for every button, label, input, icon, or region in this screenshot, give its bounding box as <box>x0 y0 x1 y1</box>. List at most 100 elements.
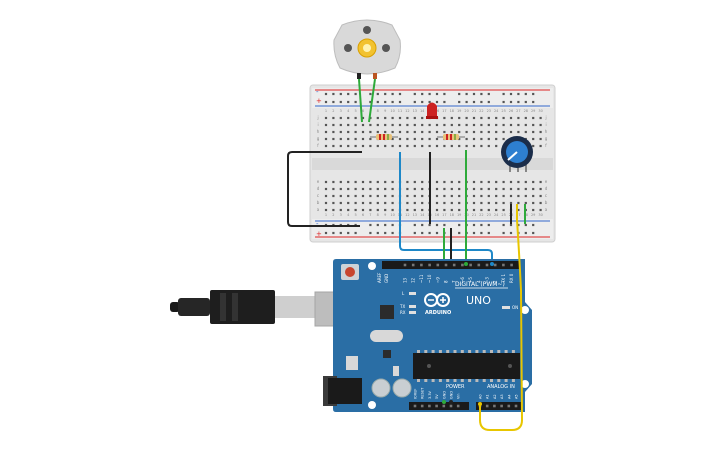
breadboard-hole[interactable] <box>487 123 490 127</box>
breadboard-hole[interactable] <box>339 123 342 127</box>
breadboard-hole[interactable] <box>450 201 453 205</box>
rail-hole[interactable] <box>413 100 416 104</box>
breadboard-hole[interactable] <box>435 137 439 141</box>
breadboard-hole[interactable] <box>532 208 535 212</box>
rail-hole[interactable] <box>487 231 490 235</box>
breadboard-hole[interactable] <box>487 116 490 120</box>
breadboard-hole[interactable] <box>324 123 328 127</box>
header-hole[interactable] <box>514 404 518 408</box>
rail-hole[interactable] <box>369 231 372 235</box>
breadboard-hole[interactable] <box>361 130 365 134</box>
breadboard-hole[interactable] <box>517 116 520 120</box>
breadboard-hole[interactable] <box>472 144 476 148</box>
breadboard-hole[interactable] <box>502 137 505 141</box>
breadboard-hole[interactable] <box>421 123 424 127</box>
breadboard-hole[interactable] <box>428 130 431 134</box>
rail-hole[interactable] <box>376 92 379 96</box>
wire-yellow[interactable] <box>479 204 524 431</box>
rail-hole[interactable] <box>324 231 328 235</box>
header-hole[interactable] <box>436 263 440 267</box>
breadboard-hole[interactable] <box>480 123 483 127</box>
breadboard-hole[interactable] <box>495 180 498 184</box>
breadboard-hole[interactable] <box>398 116 402 120</box>
breadboard-hole[interactable] <box>509 180 513 184</box>
breadboard-hole[interactable] <box>324 187 328 191</box>
header-hole[interactable] <box>442 404 446 408</box>
breadboard-hole[interactable] <box>443 116 446 120</box>
breadboard-hole[interactable] <box>339 130 342 134</box>
breadboard-hole[interactable] <box>391 208 394 212</box>
breadboard-hole[interactable] <box>495 116 498 120</box>
breadboard-hole[interactable] <box>376 187 379 191</box>
breadboard-hole[interactable] <box>376 116 379 120</box>
breadboard-hole[interactable] <box>347 116 350 120</box>
breadboard-hole[interactable] <box>517 201 520 205</box>
breadboard-hole[interactable] <box>532 180 535 184</box>
rail-hole[interactable] <box>502 231 505 235</box>
breadboard-hole[interactable] <box>502 130 505 134</box>
breadboard-hole[interactable] <box>450 194 453 198</box>
breadboard-hole[interactable] <box>413 187 416 191</box>
breadboard-hole[interactable] <box>369 123 372 127</box>
rail-hole[interactable] <box>398 100 402 104</box>
breadboard-hole[interactable] <box>406 208 409 212</box>
breadboard-hole[interactable] <box>391 130 394 134</box>
breadboard-hole[interactable] <box>480 201 483 205</box>
breadboard-hole[interactable] <box>369 201 372 205</box>
breadboard-hole[interactable] <box>443 194 446 198</box>
breadboard-hole[interactable] <box>524 187 527 191</box>
breadboard-hole[interactable] <box>347 144 350 148</box>
breadboard-hole[interactable] <box>361 201 365 205</box>
rail-hole[interactable] <box>524 92 527 96</box>
breadboard-hole[interactable] <box>480 116 483 120</box>
breadboard-hole[interactable] <box>391 201 394 205</box>
breadboard-hole[interactable] <box>509 194 513 198</box>
header-hole[interactable] <box>469 263 472 267</box>
header-hole[interactable] <box>500 404 503 408</box>
breadboard-hole[interactable] <box>509 116 513 120</box>
breadboard-hole[interactable] <box>406 187 409 191</box>
rail-hole[interactable] <box>443 223 446 227</box>
breadboard-hole[interactable] <box>398 144 402 148</box>
breadboard-hole[interactable] <box>487 187 490 191</box>
breadboard-hole[interactable] <box>339 180 342 184</box>
rail-hole[interactable] <box>465 92 468 96</box>
rail-hole[interactable] <box>347 100 350 104</box>
breadboard-hole[interactable] <box>472 187 476 191</box>
rail-hole[interactable] <box>443 100 446 104</box>
rail-hole[interactable] <box>465 100 468 104</box>
rail-hole[interactable] <box>413 231 416 235</box>
header-hole[interactable] <box>507 404 511 408</box>
rail-hole[interactable] <box>472 223 476 227</box>
breadboard-hole[interactable] <box>324 180 328 184</box>
breadboard-hole[interactable] <box>347 194 350 198</box>
rail-hole[interactable] <box>339 231 342 235</box>
breadboard-hole[interactable] <box>480 194 483 198</box>
breadboard-hole[interactable] <box>532 201 535 205</box>
breadboard-hole[interactable] <box>539 116 542 120</box>
rail-hole[interactable] <box>421 223 424 227</box>
header-hole[interactable] <box>428 404 431 408</box>
rail-hole[interactable] <box>428 223 431 227</box>
breadboard-hole[interactable] <box>517 208 520 212</box>
breadboard-hole[interactable] <box>502 194 505 198</box>
header-hole[interactable] <box>444 263 448 267</box>
breadboard-hole[interactable] <box>376 123 379 127</box>
breadboard-hole[interactable] <box>509 201 513 205</box>
breadboard-hole[interactable] <box>361 137 365 141</box>
dc-motor-icon[interactable] <box>333 19 401 79</box>
breadboard-hole[interactable] <box>406 144 409 148</box>
breadboard-hole[interactable] <box>502 180 505 184</box>
breadboard-hole[interactable] <box>339 187 342 191</box>
breadboard-hole[interactable] <box>413 130 416 134</box>
breadboard-hole[interactable] <box>413 194 416 198</box>
power-jack[interactable] <box>323 376 362 406</box>
breadboard-hole[interactable] <box>361 208 365 212</box>
rail-hole[interactable] <box>480 223 483 227</box>
breadboard-hole[interactable] <box>480 144 483 148</box>
breadboard-hole[interactable] <box>347 130 350 134</box>
breadboard-hole[interactable] <box>421 144 424 148</box>
breadboard-hole[interactable] <box>376 208 379 212</box>
breadboard-hole[interactable] <box>332 130 335 134</box>
